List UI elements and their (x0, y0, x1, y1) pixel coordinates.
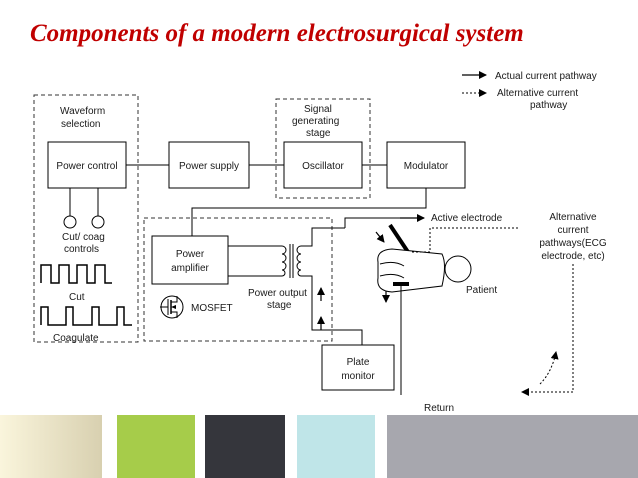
legend-alternative-label-2: pathway (530, 100, 567, 111)
waveform-label-1: Waveform (60, 106, 105, 117)
alt-pathways-label-1: Alternative (549, 212, 597, 223)
modulator-label: Modulator (404, 161, 449, 172)
cut-waveform-icon (40, 264, 112, 284)
alt-pathways-label-4: electrode, etc) (541, 251, 604, 262)
page-title: Components of a modern electrosurgical s… (30, 20, 524, 47)
coag-switch-icon[interactable] (91, 215, 105, 229)
oscillator-label: Oscillator (302, 161, 344, 172)
waveform-selection-group (33, 94, 139, 343)
mosfet-label: MOSFET (191, 303, 233, 314)
active-electrode-line (344, 217, 400, 228)
cut-label: Cut (69, 292, 85, 303)
current-arrow-diagonal (375, 231, 385, 243)
coagulate-waveform-icon (40, 306, 132, 326)
power-amplifier-label-2: amplifier (171, 263, 209, 274)
alt-pathways-label-3: pathways(ECG (539, 238, 606, 249)
signal-generating-group (275, 98, 371, 199)
signal-label-3: stage (306, 128, 331, 139)
transformer-icon (228, 227, 345, 306)
cutcoag-label-1: Cut/ coag (62, 232, 105, 243)
signal-label-1: Signal (304, 104, 332, 115)
coagulate-label: Coagulate (53, 333, 99, 344)
alt-pathways-label-2: current (557, 225, 588, 236)
legend: Actual current pathway Alternative curre… (462, 71, 597, 111)
alternative-pathway-line (412, 227, 520, 253)
return-label: Return (424, 403, 454, 414)
tile-dark (205, 415, 285, 478)
plate-monitor-block (321, 344, 395, 391)
plate-monitor-link (311, 306, 363, 345)
patient-label: Patient (466, 285, 497, 296)
power-output-group (143, 217, 333, 342)
tile-cyan (297, 415, 375, 478)
legend-alternative-label-1: Alternative current (497, 88, 578, 99)
cutcoag-label-2: controls (64, 244, 99, 255)
tile-gray (387, 415, 638, 478)
plate-monitor-label-2: monitor (341, 371, 375, 382)
power-amplifier-label-1: Power (176, 249, 205, 260)
oscillator-block (283, 141, 363, 189)
legend-actual-label: Actual current pathway (495, 71, 597, 82)
alternative-pathway-curve (539, 351, 559, 385)
active-electrode-label: Active electrode (431, 213, 503, 224)
patient-icon (377, 248, 472, 293)
cut-switch-icon[interactable] (63, 215, 77, 229)
tile-cream (0, 415, 102, 478)
mosfet-icon (160, 295, 184, 319)
waveform-label-2: selection (61, 119, 100, 130)
power-control-label: Power control (56, 161, 117, 172)
power-supply-block (168, 141, 250, 189)
power-output-label-1: Power output (248, 288, 307, 299)
signal-label-2: generating (292, 116, 339, 127)
power-amplifier-block (151, 235, 229, 285)
footer-tiles (0, 415, 638, 478)
power-supply-label: Power supply (179, 161, 239, 172)
link-modulator-amplifier (191, 188, 427, 236)
power-output-label-2: stage (267, 300, 292, 311)
tile-green (117, 415, 195, 478)
plate-monitor-label-1: Plate (347, 357, 370, 368)
